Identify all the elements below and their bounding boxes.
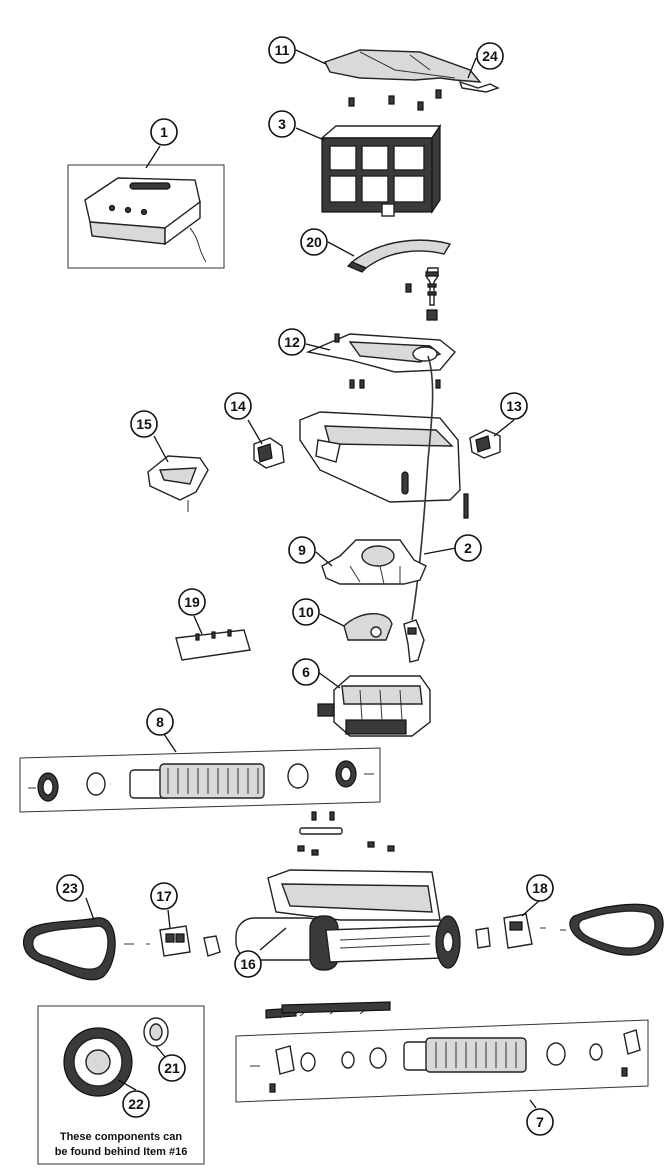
- part-11-top-cover: [324, 49, 500, 93]
- callout-23-label: 23: [62, 880, 78, 896]
- callout-18-label: 18: [532, 880, 548, 896]
- part-13-side-bracket: [469, 429, 501, 459]
- note-line-1: These components can: [60, 1131, 183, 1143]
- callout-6-label: 6: [302, 664, 310, 680]
- callout-23: 23: [56, 874, 84, 902]
- callout-2-label: 2: [464, 540, 472, 556]
- part-20-handle: [346, 239, 452, 273]
- callout-15-label: 15: [136, 416, 152, 432]
- callout-10: 10: [292, 598, 320, 626]
- callout-17: 17: [150, 882, 178, 910]
- callout-3: 3: [268, 110, 296, 138]
- part-12-handle-base: [305, 333, 456, 389]
- callout-11-label: 11: [275, 42, 290, 58]
- callout-14-label: 14: [230, 398, 246, 414]
- callout-21-label: 21: [164, 1060, 180, 1076]
- callout-3-label: 3: [278, 116, 286, 132]
- part-2-power-cable: [403, 355, 434, 663]
- callout-24: 24: [476, 42, 504, 70]
- part-3-filter-basket: [320, 124, 442, 217]
- callout-17-label: 17: [156, 888, 172, 904]
- callout-2: 2: [454, 534, 482, 562]
- callout-12: 12: [278, 328, 306, 356]
- callout-13: 13: [500, 392, 528, 420]
- part-14-side-bracket: [253, 437, 285, 469]
- callout-14: 14: [224, 392, 252, 420]
- part-6-motor-unit: [317, 675, 431, 737]
- part-16-chassis: [235, 869, 461, 971]
- part-body-housing: [299, 411, 469, 519]
- leader-lines: [85, 49, 541, 1109]
- callout-8-label: 8: [156, 714, 164, 730]
- callout-11: 11: [268, 36, 296, 64]
- callout-15: 15: [130, 410, 158, 438]
- callout-9-label: 9: [298, 542, 306, 558]
- callout-12-label: 12: [284, 334, 300, 350]
- part-19-flap: [175, 629, 251, 661]
- callout-1-label: 1: [160, 124, 168, 140]
- callout-24-label: 24: [482, 48, 498, 64]
- callout-7: 7: [526, 1108, 554, 1136]
- callout-20-label: 20: [306, 234, 322, 250]
- callout-9: 9: [288, 536, 316, 564]
- part-10-impeller-cover: [343, 613, 393, 641]
- callout-8: 8: [146, 708, 174, 736]
- part-15-flap-bracket: [147, 455, 209, 512]
- callout-10-label: 10: [298, 604, 314, 620]
- part-18-right-bracket: [475, 913, 566, 949]
- callout-22: 22: [122, 1090, 150, 1118]
- hardware-pins: [297, 811, 395, 856]
- callout-18: 18: [526, 874, 554, 902]
- callout-19-label: 19: [184, 594, 200, 610]
- callout-13-label: 13: [506, 398, 522, 414]
- callout-19: 19: [178, 588, 206, 616]
- callout-20: 20: [300, 228, 328, 256]
- part-9-motor-cover: [321, 539, 427, 585]
- callout-1: 1: [150, 118, 178, 146]
- part-23-left-track: [22, 917, 150, 981]
- callout-16-label: 16: [240, 956, 256, 972]
- screws-set-top: [348, 89, 442, 111]
- part-7-rear-brush-kit: [235, 1001, 649, 1103]
- callout-16: 16: [234, 950, 262, 978]
- note-line-2: be found behind Item #16: [55, 1146, 188, 1158]
- part-22-21-inset: [37, 1005, 205, 1165]
- part-17-left-bracket: [159, 925, 221, 957]
- part-8-brush-kit: [19, 747, 381, 813]
- cable-swivel: [405, 267, 439, 321]
- callout-21: 21: [158, 1054, 186, 1082]
- part-1-power-supply: [67, 164, 225, 269]
- part-right-track: [569, 903, 664, 956]
- callout-22-label: 22: [128, 1096, 144, 1112]
- callout-6: 6: [292, 658, 320, 686]
- callout-7-label: 7: [536, 1114, 544, 1130]
